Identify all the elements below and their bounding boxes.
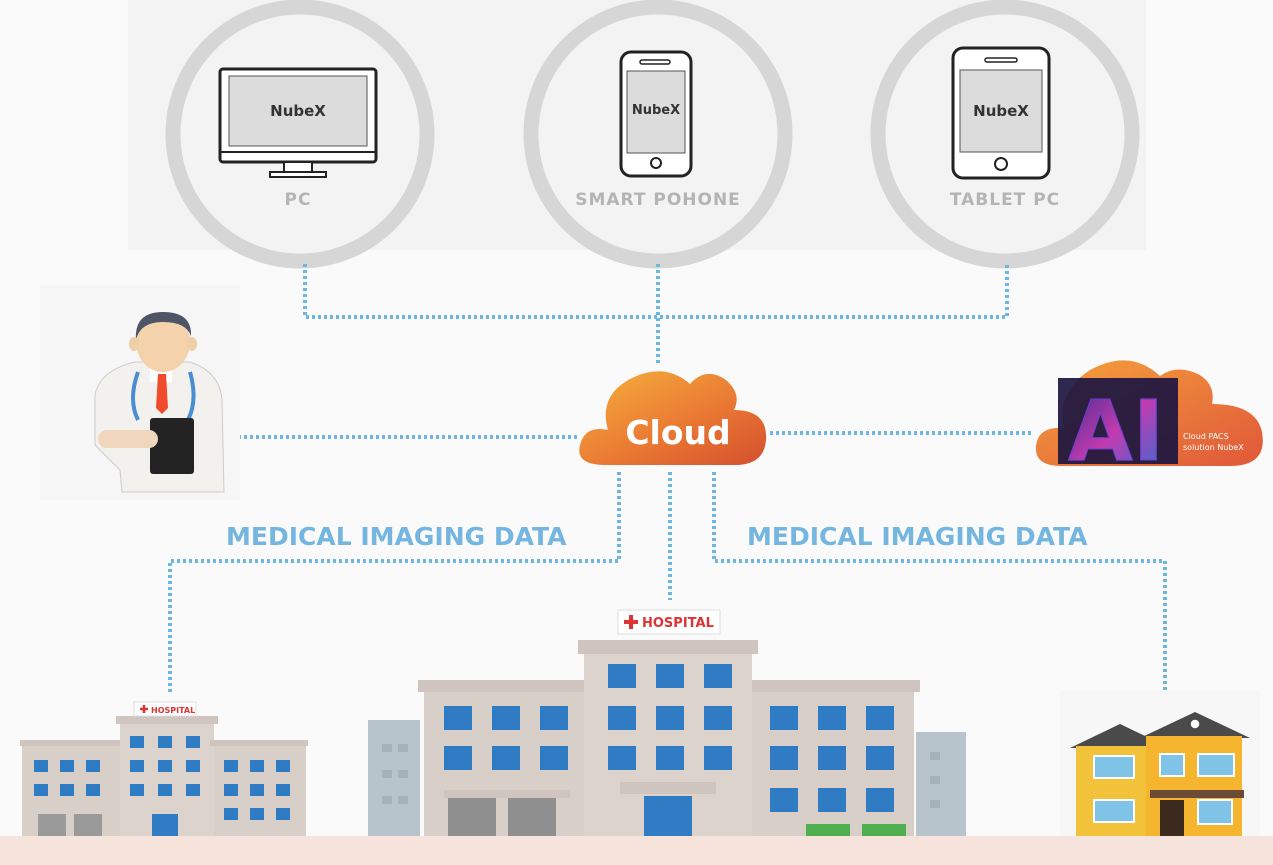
data-label-right: MEDICAL IMAGING DATA bbox=[747, 522, 1088, 551]
device-smartphone: NubeX SMART POHONE bbox=[523, 0, 793, 269]
doctor-illustration bbox=[40, 285, 240, 500]
connector-lines bbox=[168, 264, 1167, 700]
ai-caption-line2: solution NubeX bbox=[1183, 443, 1244, 452]
tablet-icon bbox=[951, 46, 1051, 180]
cloud-label: Cloud bbox=[625, 413, 730, 452]
small-hospital-sign: HOSPITAL bbox=[151, 706, 195, 715]
tablet-label: TABLET PC bbox=[950, 190, 1060, 210]
device-link-bus bbox=[303, 264, 1009, 319]
ai-label: AI bbox=[1068, 382, 1164, 480]
pc-label: PC bbox=[285, 190, 312, 210]
large-hospital-illustration bbox=[368, 609, 966, 836]
monitor-icon bbox=[218, 67, 378, 178]
ai-cloud-icon bbox=[1035, 360, 1263, 466]
device-tablet: NubeX TABLET PC bbox=[870, 0, 1140, 269]
data-label-left: MEDICAL IMAGING DATA bbox=[226, 522, 567, 551]
cloud-icon bbox=[579, 371, 767, 465]
cloud-to-house-link bbox=[712, 472, 1167, 700]
smartphone-label: SMART POHONE bbox=[575, 190, 741, 210]
device-pc: NubeX PC bbox=[165, 0, 435, 269]
smartphone-screen-text: NubeX bbox=[632, 103, 680, 118]
large-hospital-sign: HOSPITAL bbox=[642, 616, 714, 631]
ground-strip bbox=[0, 836, 1273, 865]
tablet-screen-text: NubeX bbox=[973, 102, 1029, 120]
cloud-to-small-hospital-link bbox=[168, 472, 621, 692]
smartphone-icon bbox=[619, 50, 693, 178]
small-hospital-illustration bbox=[20, 701, 308, 836]
pc-screen-text: NubeX bbox=[270, 102, 326, 120]
ai-caption-line1: Cloud PACS bbox=[1183, 432, 1229, 441]
house-illustration bbox=[1060, 690, 1260, 836]
